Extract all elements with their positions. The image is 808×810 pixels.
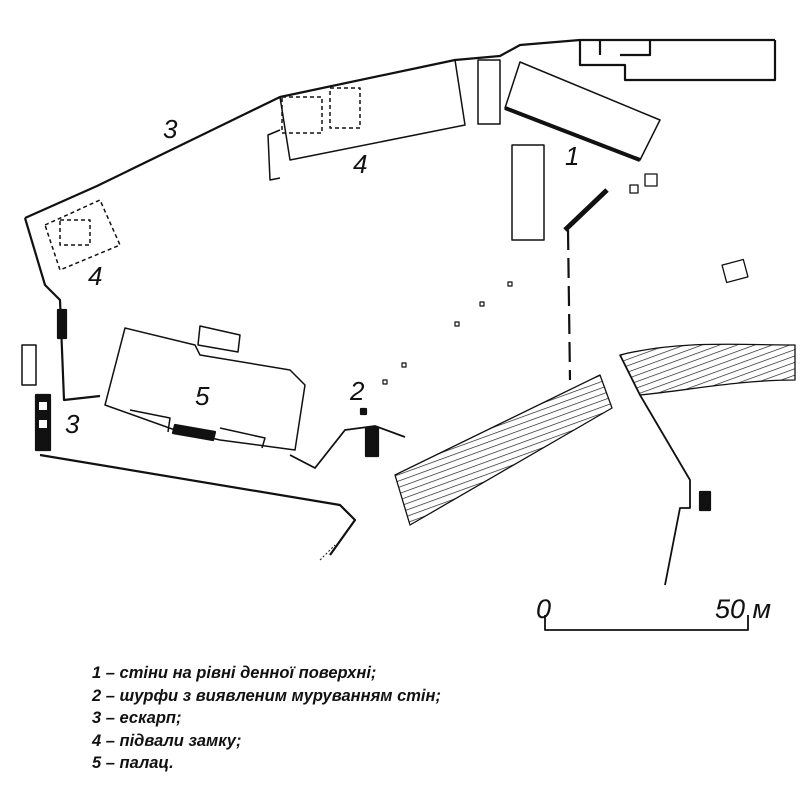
escarp-outline-west xyxy=(23,217,101,402)
pit-2 xyxy=(364,426,380,458)
label-5: 5 xyxy=(195,381,210,411)
wall-1 xyxy=(563,188,609,232)
building-1 xyxy=(511,144,545,241)
escarp-outline-north xyxy=(24,38,775,220)
small-building xyxy=(21,344,37,386)
cellars-left xyxy=(44,199,121,271)
label-3-left: 3 xyxy=(65,409,80,439)
south-wall xyxy=(289,425,406,469)
scale-start: 0 xyxy=(536,594,552,624)
label-4-left: 4 xyxy=(88,261,102,291)
label-3-top: 3 xyxy=(163,114,178,144)
legend-item: 4 – підвали замку; xyxy=(92,731,242,750)
legend-item: 3 – ескарп; xyxy=(92,709,182,727)
ravine-2 xyxy=(619,343,796,396)
palace-outline xyxy=(104,327,306,451)
wall-block xyxy=(56,308,68,340)
legend: 1 – стіни на рівні денної поверхні; 2 – … xyxy=(92,662,441,775)
legend-item: 1 – стіни на рівні денної поверхні; xyxy=(92,664,377,682)
escarp-outline-south xyxy=(39,453,357,556)
scale-end: 50 м xyxy=(715,594,772,624)
label-4-top: 4 xyxy=(353,149,367,179)
outer-buildings-top xyxy=(578,40,777,82)
legend-item: 5 – палац. xyxy=(92,754,174,772)
cellars-top xyxy=(267,59,466,181)
legend-item: 2 – шурфи з виявленим муруванням стін; xyxy=(92,686,441,705)
pits xyxy=(382,281,513,385)
ravine-1 xyxy=(394,374,613,526)
scale-bar xyxy=(544,615,749,631)
label-1: 1 xyxy=(565,141,579,171)
label-2: 2 xyxy=(349,376,365,406)
